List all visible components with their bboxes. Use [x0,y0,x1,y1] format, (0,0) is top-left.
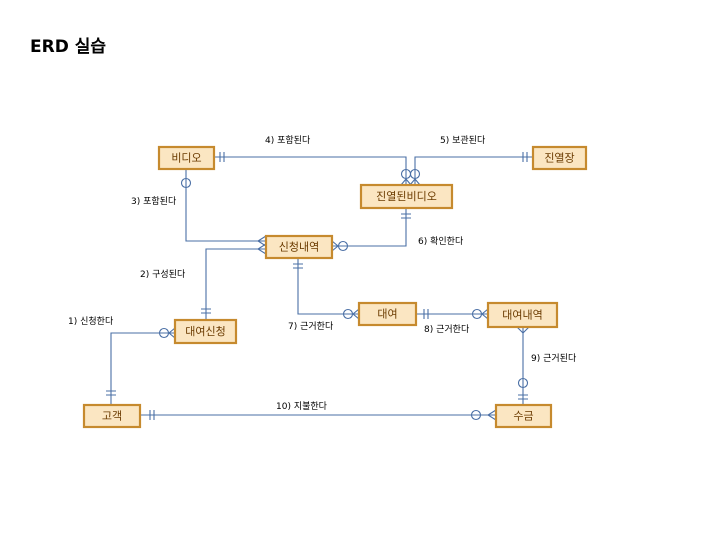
relationship-line-1 [110,332,175,405]
relationship-label-4: 4) 포함된다 [265,134,311,146]
entity-display-location-label: 진열장 [544,152,574,165]
entity-payment-label: 수금 [513,410,533,423]
entity-customer-label: 고객 [102,410,122,423]
relationship-line-2 [205,248,266,320]
entity-video-label: 비디오 [171,152,201,165]
entity-rental[interactable]: 대여 [357,301,418,327]
entity-rental-application[interactable]: 대여신청 [173,318,238,345]
relationship-label-9: 9) 근거된다 [531,352,577,364]
entity-customer[interactable]: 고객 [82,403,142,429]
entity-rental-history[interactable]: 대여내역 [486,301,559,329]
entity-video[interactable]: 비디오 [157,145,216,171]
page-title: ERD 실습 [30,37,107,57]
relationship-label-10: 10) 지불한다 [276,401,328,412]
entity-displayed-video-label: 진열된비디오 [376,190,437,203]
relationship-label-6: 6) 확인한다 [418,235,464,247]
entity-display-location[interactable]: 진열장 [531,145,588,171]
entity-displayed-video[interactable]: 진열된비디오 [359,183,454,210]
relationship-line-4 [214,156,407,185]
relationship-line-6 [332,208,407,247]
relationship-line-7 [297,258,359,315]
entity-application-history[interactable]: 신청내역 [264,234,334,260]
entity-rental-history-label: 대여내역 [502,309,542,322]
relationship-label-7: 7) 근거한다 [288,321,334,332]
relationship-line-3 [185,169,266,242]
entity-rental-label: 대여 [377,308,397,321]
relationship-label-2: 2) 구성된다 [140,268,186,280]
entity-application-history-label: 신청내역 [279,241,319,254]
relationship-label-3: 3) 포함된다 [131,195,177,207]
entity-payment[interactable]: 수금 [494,403,553,429]
relationship-line-5 [414,156,533,185]
entity-rental-application-label: 대여신청 [185,325,225,338]
cardinality-markers [106,152,530,421]
relationship-label-1: 1) 신청한다 [68,316,114,327]
relationship-label-8: 8) 근거한다 [424,324,470,335]
relationship-label-5: 5) 보관된다 [440,134,486,146]
